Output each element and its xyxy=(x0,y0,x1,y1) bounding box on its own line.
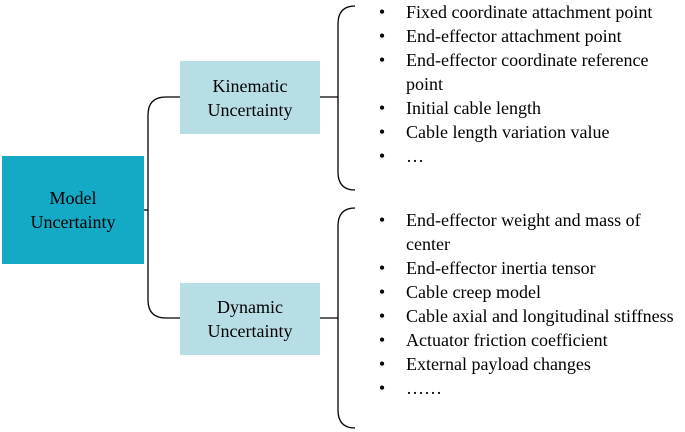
list-item: • End-effector weight and mass of center xyxy=(372,208,685,256)
bullet-icon: • xyxy=(378,2,386,22)
kinematic-uncertainty-list: • Fixed coordinate attachment point • End-… xyxy=(372,0,685,168)
bullet-icon: • xyxy=(378,282,386,302)
bullet-icon: • xyxy=(378,258,386,278)
kinematic-node-box xyxy=(180,61,320,134)
list-item: • Cable length variation value xyxy=(372,120,685,144)
root-node-box xyxy=(2,156,144,264)
bullet-icon: • xyxy=(378,330,386,350)
list-item-text: Fixed coordinate attachment point xyxy=(406,2,653,22)
list-item: • Initial cable length xyxy=(372,96,685,120)
list-item: • Actuator friction coefficient xyxy=(372,328,685,352)
dynamic-label-line2: Uncertainty xyxy=(207,321,293,341)
bullet-icon: • xyxy=(378,26,386,46)
list-item: • Fixed coordinate attachment point xyxy=(372,0,685,24)
list-item-text: … xyxy=(406,146,424,166)
bullet-icon: • xyxy=(378,306,386,326)
dynamic-node-box xyxy=(180,283,320,355)
list-item: • End-effector attachment point xyxy=(372,24,685,48)
bullet-icon: • xyxy=(378,122,386,142)
kinematic-label-line2: Uncertainty xyxy=(207,99,293,120)
list-item-text: End-effector attachment point xyxy=(406,26,622,46)
list-item-text: Initial cable length xyxy=(406,98,541,118)
list-item: • External payload changes xyxy=(372,352,685,376)
list-item-text: External payload changes xyxy=(406,354,591,374)
list-item-text: Cable axial and longitudinal stiffness xyxy=(406,306,674,326)
root-label-line2: Uncertainty xyxy=(30,212,116,232)
kinematic-brace xyxy=(337,5,356,191)
connector-fork-dynamic xyxy=(147,210,180,319)
connector-fork-kinematic xyxy=(147,96,180,210)
bullet-icon: • xyxy=(378,354,386,374)
bullet-icon: • xyxy=(378,50,386,70)
list-item: • Cable creep model xyxy=(372,280,685,304)
branch-node-dynamic-uncertainty: Dynamic Uncertainty xyxy=(180,283,320,355)
bullet-icon: • xyxy=(378,146,386,166)
dynamic-uncertainty-list: •End-effector weight and mass of center … xyxy=(372,208,685,400)
list-item: • End-effector inertia tensor xyxy=(372,256,685,280)
root-node-model-uncertainty: Model Uncertainty xyxy=(2,156,144,264)
list-item-text: End-effector coordinate reference point xyxy=(406,50,649,94)
root-label-line1: Model xyxy=(49,188,97,208)
list-item-text: End-effector inertia tensor xyxy=(406,258,596,278)
list-item-text: End-effector weight and mass of center xyxy=(406,210,641,254)
list-item-text: Cable length variation value xyxy=(406,122,610,142)
list-item-text: Actuator friction coefficient xyxy=(406,330,608,350)
bullet-icon: • xyxy=(378,210,386,230)
kinematic-label-line1: Kinematic xyxy=(212,75,288,96)
branch-node-kinematic-uncertainty: Kinematic Uncertainty xyxy=(180,61,320,134)
list-item: • Cable axial and longitudinal stiffness xyxy=(372,304,685,328)
list-item-text: Cable creep model xyxy=(406,282,541,302)
list-item-text: …… xyxy=(406,378,442,398)
bullet-icon: • xyxy=(378,378,386,398)
dynamic-label-line1: Dynamic xyxy=(217,297,283,317)
dynamic-brace xyxy=(337,207,356,429)
list-item: • End-effector coordinate reference point xyxy=(372,48,685,96)
list-item: • …… xyxy=(372,376,685,400)
bullet-icon: • xyxy=(378,98,386,118)
list-item: •… xyxy=(372,144,685,168)
